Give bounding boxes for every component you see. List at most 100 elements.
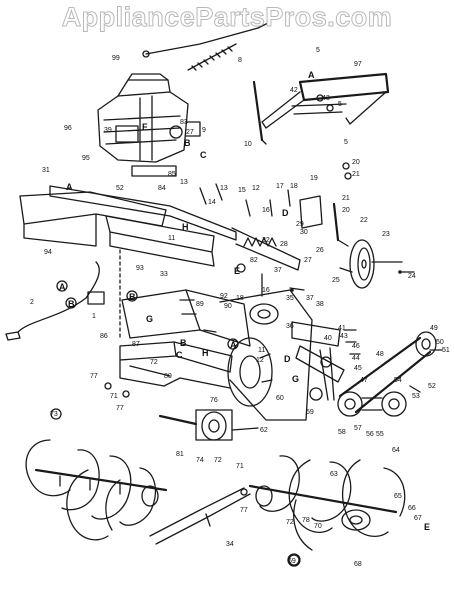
marker-c2: C: [176, 350, 183, 360]
safety-switch-harness: [5, 261, 105, 341]
handle-bar-assembly: [252, 72, 390, 145]
drive-belt-pulleys: [337, 331, 437, 417]
marker-e: E: [234, 266, 240, 276]
callout-13b: 13: [220, 185, 228, 192]
callout-93: 93: [136, 265, 144, 272]
callout-47: 47: [360, 377, 368, 384]
callout-72c: 72: [286, 519, 294, 526]
callout-57: 57: [354, 425, 362, 432]
callout-43b: 43: [340, 333, 348, 340]
throttle-cable: [142, 21, 271, 71]
callout-48: 48: [376, 351, 384, 358]
engine: [97, 73, 201, 177]
callout-18b: 18: [236, 295, 244, 302]
callout-95: 95: [82, 155, 90, 162]
callout-32: 32: [262, 237, 270, 244]
callout-13: 13: [180, 179, 188, 186]
depth-bar: [149, 487, 251, 545]
callout-77: 77: [90, 373, 98, 380]
callout-28: 28: [280, 241, 288, 248]
callout-37b: 37: [306, 295, 314, 302]
callout-25: 25: [332, 277, 340, 284]
callout-12b: 12: [256, 357, 264, 364]
callout-44: 44: [352, 355, 360, 362]
tine-drive-hub: [158, 409, 259, 441]
callout-7: 7: [266, 9, 270, 16]
callout-73: 73: [50, 411, 58, 418]
callout-87: 87: [132, 341, 140, 348]
callout-99: 99: [112, 55, 120, 62]
marker-a2: A: [66, 182, 73, 192]
callout-45: 45: [354, 365, 362, 372]
callout-49: 49: [430, 325, 438, 332]
callout-97: 97: [354, 61, 362, 68]
callout-71: 71: [110, 393, 118, 400]
callout-21b: 21: [342, 195, 350, 202]
callout-29: 29: [296, 221, 304, 228]
callout-40: 40: [324, 335, 332, 342]
callout-56: 56: [366, 431, 374, 438]
callout-14: 14: [208, 199, 216, 206]
callout-76: 76: [210, 397, 218, 404]
marker-d: D: [282, 208, 289, 218]
callout-72: 72: [150, 359, 158, 366]
callout-77c: 77: [240, 507, 248, 514]
clutch-lever-assembly: [291, 321, 345, 401]
callout-20b: 20: [342, 207, 350, 214]
callout-43: 43: [322, 95, 330, 102]
callout-86: 86: [100, 333, 108, 340]
callout-9: 9: [202, 127, 206, 134]
callout-18: 18: [290, 183, 298, 190]
callout-74: 74: [196, 457, 204, 464]
callout-36: 36: [286, 323, 294, 330]
callout-58: 58: [338, 429, 346, 436]
tine-shield-center: [105, 215, 301, 341]
callout-85: 85: [168, 171, 176, 178]
callout-81: 81: [176, 451, 184, 458]
callout-53: 53: [412, 393, 420, 400]
marker-h2: H: [202, 348, 209, 358]
callout-89: 89: [196, 301, 204, 308]
callout-27: 27: [186, 129, 194, 136]
depth-wheel-assembly: [299, 162, 403, 289]
callout-37: 37: [274, 267, 282, 274]
marker-b2: B: [68, 299, 75, 309]
callout-17: 17: [276, 183, 284, 190]
callout-84: 84: [158, 185, 166, 192]
callout-26: 26: [316, 247, 324, 254]
callout-42: 42: [290, 87, 298, 94]
callout-63: 63: [330, 471, 338, 478]
callout-5: 5: [316, 47, 320, 54]
callout-52b: 52: [428, 383, 436, 390]
callout-16b: 16: [262, 287, 270, 294]
marker-f: F: [142, 122, 148, 132]
fasteners: [179, 183, 443, 393]
marker-b3: B: [129, 292, 136, 302]
callout-70: 70: [314, 523, 322, 530]
callout-66: 66: [408, 505, 416, 512]
callout-55: 55: [376, 431, 384, 438]
tine-assembly-left: [25, 439, 168, 541]
callout-77b: 77: [116, 405, 124, 412]
callout-31: 31: [42, 167, 50, 174]
marker-a3: A: [59, 282, 66, 292]
marker-a4: A: [230, 340, 237, 350]
callout-52: 52: [116, 185, 124, 192]
callout-65: 65: [394, 493, 402, 500]
callout-69: 69: [288, 558, 296, 565]
callout-20: 20: [352, 159, 360, 166]
callout-2: 2: [30, 299, 34, 306]
callout-12: 12: [252, 185, 260, 192]
callout-96: 96: [64, 125, 72, 132]
callout-71b: 71: [236, 463, 244, 470]
marker-g2: G: [292, 374, 299, 384]
callout-8: 8: [238, 57, 242, 64]
callout-27b: 27: [304, 257, 312, 264]
callout-24: 24: [408, 273, 416, 280]
callout-19: 19: [310, 175, 318, 182]
callout-59: 59: [306, 409, 314, 416]
callout-60: 60: [276, 395, 284, 402]
callout-1: 1: [92, 313, 96, 320]
callout-11b: 11: [258, 347, 265, 354]
